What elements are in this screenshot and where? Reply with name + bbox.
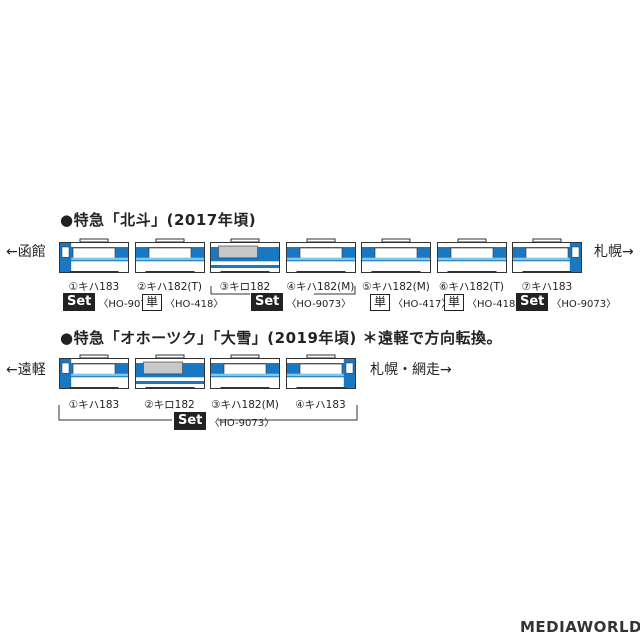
product-set-1: Set 〈HO-9073〉 <box>63 293 163 311</box>
railcar-7 <box>512 238 582 273</box>
railcar-2 <box>134 238 205 273</box>
product-code: 〈HO-9073〉 <box>551 298 617 310</box>
railcar-1 <box>59 238 129 273</box>
railcar-4 <box>285 238 356 273</box>
mediaworld-logo: MEDIAWORLD <box>520 618 640 636</box>
single-badge: 単 <box>444 294 465 311</box>
set-bracket-cars-3-4 <box>210 286 356 295</box>
product-single-5: 単 〈HO-417〉 <box>370 294 451 311</box>
single-badge: 単 <box>370 294 391 311</box>
car-label: ④キハ182(M) <box>286 281 355 293</box>
product-set-7: Set 〈HO-9073〉 <box>516 293 616 311</box>
railcar-1 <box>59 354 129 389</box>
set-badge: Set <box>516 293 549 311</box>
formation2-left-destination: ←遠軽 <box>6 362 46 378</box>
car-label: ②キハ182(T) <box>136 281 203 293</box>
railcar-3 <box>210 354 280 389</box>
product-single-6: 単 〈HO-418〉 <box>444 294 525 311</box>
product-code: 〈HO-418〉 <box>165 299 224 310</box>
formation1-heading: ●特急「北斗」(2017年頃) <box>60 211 257 229</box>
car-label: ⑤キハ182(M) <box>362 281 430 293</box>
product-set-formation2: Set 〈HO-9073〉 <box>174 412 274 430</box>
formation1-right-destination: 札幌→ <box>594 244 634 260</box>
formation2-right-destination: 札幌・網走→ <box>370 362 452 378</box>
single-badge: 単 <box>142 294 163 311</box>
railcar-4 <box>285 354 356 389</box>
set-bracket-formation2 <box>58 405 358 421</box>
product-set-3-4: Set 〈HO-9073〉 <box>251 293 351 311</box>
car-label: ④キハ183 <box>295 399 346 411</box>
product-single-2: 単 〈HO-418〉 <box>142 294 223 311</box>
product-code: 〈HO-9073〉 <box>98 298 164 310</box>
set-badge: Set <box>174 412 207 430</box>
car-label: ⑦キハ183 <box>521 281 573 293</box>
formation1-left-destination: ←函館 <box>6 244 46 260</box>
car-label: ③キハ182(M) <box>211 399 279 411</box>
railcar-6 <box>436 238 507 273</box>
product-code: 〈HO-9073〉 <box>286 298 352 310</box>
set-badge: Set <box>251 293 284 311</box>
railcar-3 <box>210 238 280 273</box>
set-badge: Set <box>63 293 96 311</box>
car-label: ①キハ183 <box>68 399 120 411</box>
car-label: ⑥キハ182(T) <box>438 281 505 293</box>
formation2-heading: ●特急「オホーツク」「大雪」(2019年頃) ＊遠軽で方向転換。 <box>60 329 502 347</box>
product-code: 〈HO-9073〉 <box>209 417 275 429</box>
car-label: ③キロ182 <box>219 281 271 293</box>
product-code: 〈HO-417〉 <box>393 299 452 310</box>
railcar-5 <box>361 238 431 273</box>
railcar-2 <box>134 354 205 389</box>
car-label: ②キロ182 <box>144 399 195 411</box>
car-label: ①キハ183 <box>68 281 120 293</box>
product-code: 〈HO-418〉 <box>467 299 526 310</box>
